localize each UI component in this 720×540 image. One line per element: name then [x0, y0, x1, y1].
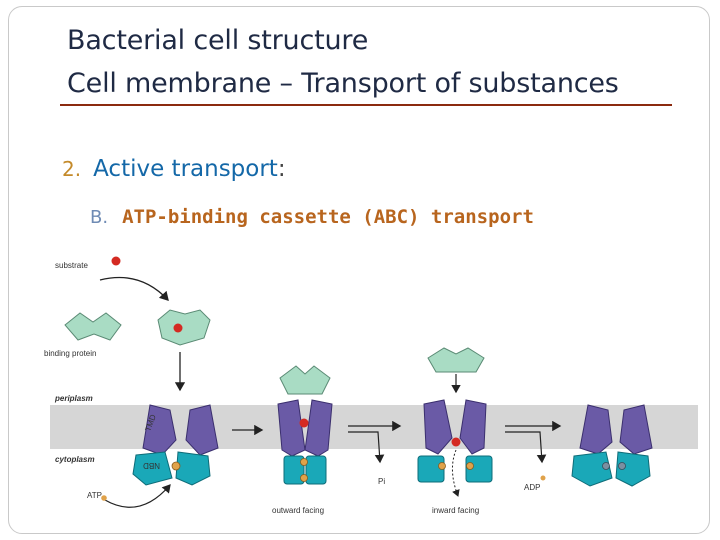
- atp-arrow: [104, 484, 171, 508]
- adp-icon: [540, 475, 546, 481]
- tmd-left-icon: [423, 399, 453, 455]
- substrate-release-arrow: [452, 449, 460, 497]
- docked-binding-protein-icon: [279, 365, 331, 395]
- transporter-outward-facing: [277, 365, 333, 485]
- bullet-text: Active transport: [93, 156, 278, 182]
- adp-release-arrow: [505, 431, 547, 464]
- bullet-level-2: B. ATP-binding cassette (ABC) transport: [90, 206, 534, 228]
- tmd-left-icon: [142, 404, 177, 456]
- title-divider: [60, 104, 672, 106]
- atp-bound-icon: [466, 462, 474, 470]
- substrate-label: substrate: [55, 261, 88, 270]
- tmd-left-icon: [579, 404, 613, 455]
- bound-substrate-icon: [173, 323, 183, 333]
- atp-label: ATP: [87, 491, 102, 500]
- bullet-level-1: 2. Active transport:: [62, 156, 286, 182]
- nbd-right-icon: [305, 455, 327, 485]
- slide-title: Bacterial cell structure: [67, 25, 369, 56]
- binding-protein-label: binding protein: [44, 349, 96, 358]
- released-binding-protein-icon: [427, 347, 485, 373]
- binding-protein-icon: [64, 312, 122, 341]
- atp-bound-icon: [300, 474, 308, 482]
- pi-release-arrow: [348, 431, 385, 464]
- tmd-right-icon: [304, 399, 333, 457]
- substrate-arrow: [99, 276, 169, 301]
- inward-facing-label: inward facing: [432, 506, 479, 515]
- sub-bullet-letter: B.: [90, 207, 109, 228]
- substrate-icon: [451, 437, 461, 447]
- slide-subtitle: Cell membrane – Transport of substances: [67, 68, 619, 99]
- tmd-right-icon: [185, 404, 219, 456]
- adp-label: ADP: [524, 483, 540, 492]
- nbd-left-icon: [571, 451, 613, 487]
- bullet-number: 2.: [62, 157, 82, 181]
- nbd-right-icon: [465, 455, 493, 483]
- loaded-binding-protein-icon: [157, 309, 211, 346]
- substrate-icon: [111, 256, 121, 266]
- substrate-icon: [299, 418, 309, 428]
- nbd-label: NBD: [143, 461, 160, 470]
- atp-bound-icon: [438, 462, 446, 470]
- pi-label: Pi: [378, 477, 385, 486]
- outward-facing-label: outward facing: [272, 506, 324, 515]
- transporter-reset: [571, 404, 653, 487]
- transporter-resting: TMD NBD: [132, 404, 219, 486]
- periplasm-label: periplasm: [54, 394, 93, 403]
- nbd-right-icon: [615, 451, 651, 487]
- cytoplasm-label: cytoplasm: [55, 455, 95, 464]
- atp-icon: [101, 495, 107, 501]
- empty-site-icon: [602, 462, 610, 470]
- tmd-right-icon: [459, 399, 487, 455]
- empty-site-icon: [618, 462, 626, 470]
- nbd-left-icon: [283, 455, 305, 485]
- nbd-right-icon: [175, 451, 211, 486]
- bullet-colon: :: [277, 156, 286, 182]
- nbd-left-icon: [132, 451, 173, 486]
- atp-bound-icon: [171, 461, 181, 471]
- sub-bullet-text: ATP-binding cassette (ABC) transport: [122, 206, 534, 228]
- tmd-left-icon: [277, 399, 306, 457]
- atp-bound-icon: [300, 458, 308, 466]
- transporter-inward-facing: [417, 399, 493, 483]
- tmd-right-icon: [619, 404, 653, 455]
